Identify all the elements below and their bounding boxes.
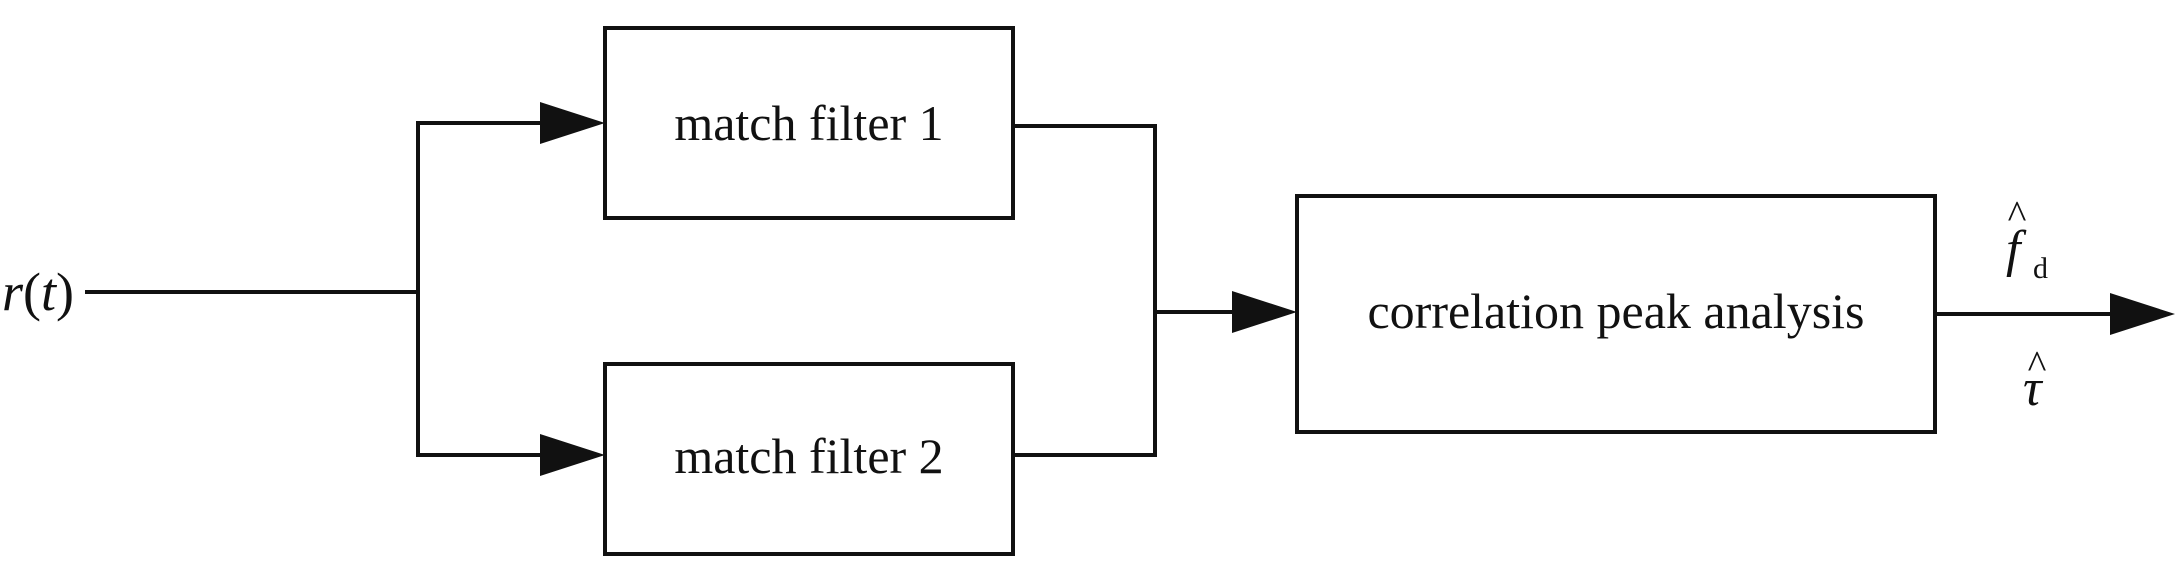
correlation-label: correlation peak analysis	[1367, 283, 1864, 339]
doppler-hat: ^	[2008, 192, 2027, 237]
delay-symbol: τ	[2023, 360, 2044, 417]
match-filter-2-box	[603, 362, 1015, 556]
match-filter-2-block: match filter 2	[603, 362, 1015, 556]
doppler-estimate-label: ^ f d	[2006, 192, 2048, 285]
doppler-subscript: d	[2033, 252, 2048, 285]
correlation-box	[1295, 194, 1937, 434]
output-arrow	[2110, 293, 2175, 335]
correlation-block: correlation peak analysis	[1295, 194, 1937, 434]
match-filter-1-block: match filter 1	[603, 26, 1015, 220]
input-signal-label: r(t)	[2, 262, 74, 322]
match-filter-1-box	[603, 26, 1015, 220]
arrow-to-correlation	[1232, 291, 1297, 333]
match-filter-2-label: match filter 2	[674, 428, 943, 484]
arrow-to-filter-2	[540, 434, 605, 476]
delay-hat: ^	[2028, 342, 2047, 387]
match-filter-1-label: match filter 1	[674, 95, 943, 151]
delay-estimate-label: ^ τ	[2023, 342, 2047, 417]
arrow-to-filter-1	[540, 102, 605, 144]
